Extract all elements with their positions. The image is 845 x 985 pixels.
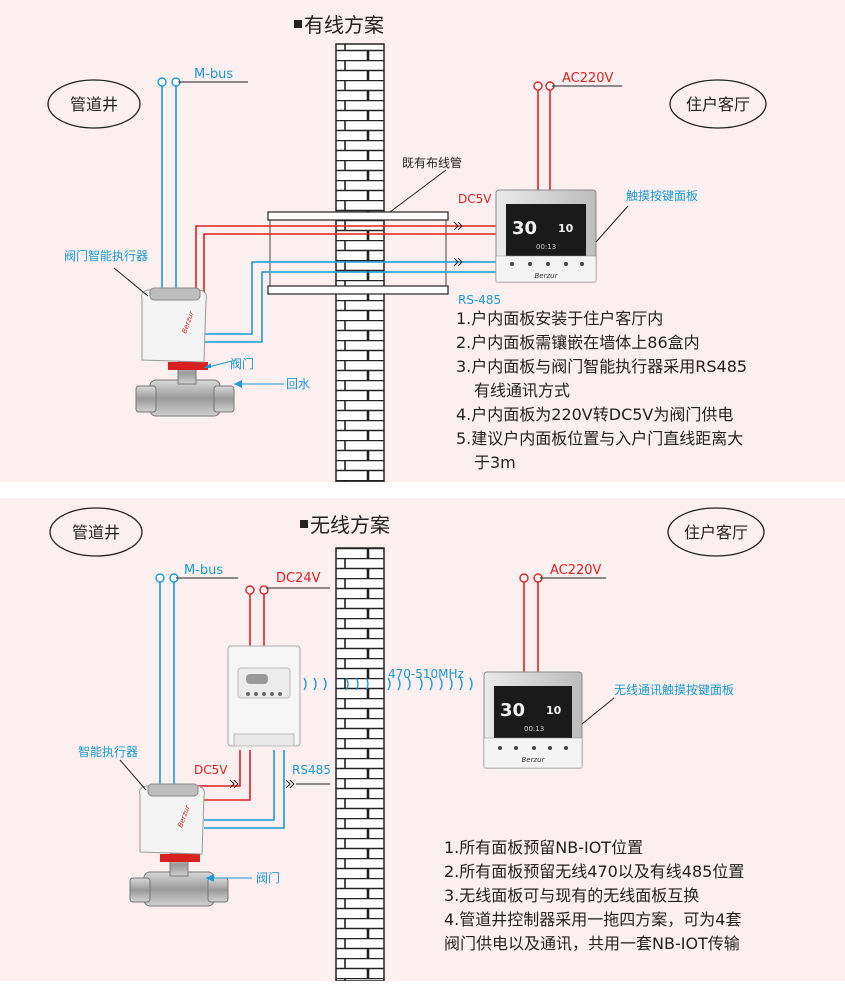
ac-label: AC220V <box>550 563 602 578</box>
brick-wall <box>335 43 385 483</box>
rs-break-mark <box>453 257 463 267</box>
title-bullet-icon <box>300 520 308 528</box>
panel-brand: Berzur <box>522 756 546 764</box>
dc5v-wire-1 <box>195 225 500 300</box>
dc5v-wire-2 <box>203 233 500 306</box>
dc-break-mark <box>229 779 239 789</box>
rs485-wire-2 <box>204 271 500 343</box>
panel-leader <box>581 697 615 725</box>
valve-actuator-device: Berzur <box>135 287 235 417</box>
rs485-label: RS485 <box>292 763 331 777</box>
panel-clock: 00:13 <box>524 725 544 733</box>
panel-temp-1: 30 <box>500 700 525 721</box>
dc24-terminal-2 <box>259 585 269 595</box>
wireless-note-4: 4.管道井控制器采用一拖四方案，可为4套 <box>444 910 741 929</box>
pipe-well-ellipse <box>47 79 141 129</box>
return-arrow-head-icon <box>234 380 242 388</box>
wireless-notes: 1.所有面板预留NB-IOT位置 2.所有面板预留无线470以及有线485位置 … <box>444 838 744 953</box>
panel-label: 无线通讯触摸按键面板 <box>614 683 734 697</box>
rs485-wire-1 <box>204 750 275 821</box>
wired-note-4: 4.户内面板为220V转DC5V为阀门供电 <box>456 405 733 424</box>
wired-title: 有线方案 <box>304 13 384 37</box>
wireless-note-4b: 阀门供电以及通讯，共用一套NB-IOT传输 <box>444 934 740 953</box>
actuator-label: 智能执行器 <box>78 744 138 759</box>
wired-note-3: 3.户内面板与阀门智能执行器采用RS485 <box>456 357 747 376</box>
wireless-note-1: 1.所有面板预留NB-IOT位置 <box>444 838 643 857</box>
freq-label: 470-510MHz <box>388 667 464 681</box>
wireless-touch-panel: 30 10 00:13 Berzur <box>483 671 583 769</box>
wired-scheme-panel: 有线方案 既有布线管 管道井 住户客厅 M-bus <box>0 0 845 483</box>
actuator-leader <box>119 759 147 791</box>
radio-waves-icon <box>303 677 473 691</box>
wired-note-1: 1.户内面板安装于住户客厅内 <box>456 309 663 328</box>
title-bullet-icon <box>294 20 302 28</box>
living-room-ellipse <box>669 79 767 129</box>
rs485-label: RS-485 <box>458 293 501 307</box>
valve-label: 阀门 <box>230 356 254 371</box>
panel-leader <box>595 205 629 243</box>
pipe-well-label: 管道井 <box>72 523 120 542</box>
wireless-note-3: 3.无线面板可与现有的无线面板互换 <box>444 886 699 905</box>
dc5v-label: DC5V <box>194 763 228 777</box>
wireless-scheme-svg: 无线方案 管道井 住户客厅 M-bus DC24V <box>49 507 765 982</box>
living-room-ellipse <box>667 507 765 557</box>
wireless-scheme-panel: 无线方案 管道井 住户客厅 M-bus DC24V <box>0 498 845 982</box>
mbus-terminal-1 <box>155 573 165 583</box>
dc-break-mark <box>453 221 463 231</box>
panel-temp-2: 10 <box>546 704 562 717</box>
dc5v-wire-2 <box>204 750 251 801</box>
valve-arrow-head-icon <box>204 363 211 368</box>
wired-note-5: 5.建议户内面板位置与入户门直线距离大 <box>456 429 743 448</box>
valve-actuator-device: Berzur <box>129 783 229 907</box>
living-room-label: 住户客厅 <box>684 523 748 542</box>
mbus-label: M-bus <box>184 563 223 578</box>
mbus-terminal-1 <box>157 77 167 87</box>
pipe-well-ellipse <box>49 507 143 557</box>
conduit-top <box>267 211 449 221</box>
rs-break-mark <box>285 779 295 789</box>
pipe-well-controller <box>227 645 301 747</box>
dc24-label: DC24V <box>276 571 321 586</box>
conduit-bottom <box>267 285 449 295</box>
panel-clock: 00:13 <box>536 243 556 251</box>
wired-scheme-svg: 有线方案 既有布线管 管道井 住户客厅 M-bus <box>47 13 767 483</box>
conduit-label: 既有布线管 <box>402 155 462 170</box>
panel-temp-2: 10 <box>558 222 574 235</box>
wireless-note-2: 2.所有面板预留无线470以及有线485位置 <box>444 862 744 881</box>
brick-wall <box>335 547 385 982</box>
panel-label: 触摸按键面板 <box>626 189 698 203</box>
wireless-title: 无线方案 <box>310 513 390 537</box>
wired-note-2: 2.户内面板需镶嵌在墙体上86盒内 <box>456 333 700 352</box>
return-label: 回水 <box>286 377 310 391</box>
wired-notes: 1.户内面板安装于住户客厅内 2.户内面板需镶嵌在墙体上86盒内 3.户内面板与… <box>456 309 747 472</box>
rs485-wire-1 <box>204 261 500 335</box>
ac-terminal-1 <box>533 81 543 91</box>
conduit-leader <box>389 169 447 213</box>
mbus-label: M-bus <box>194 67 233 82</box>
ac-label: AC220V <box>562 71 614 86</box>
actuator-label: 阀门智能执行器 <box>64 248 148 263</box>
wired-note-3b: 有线通讯方式 <box>474 381 570 400</box>
valve-label: 阀门 <box>256 870 280 885</box>
living-room-label: 住户客厅 <box>686 95 750 114</box>
panel-temp-1: 30 <box>512 218 537 239</box>
rs485-wire-2 <box>204 750 285 829</box>
dc5v-label: DC5V <box>458 192 492 206</box>
pipe-well-label: 管道井 <box>70 95 118 114</box>
actuator-leader <box>113 267 149 297</box>
valve-arrow-head-icon <box>206 874 214 882</box>
touch-panel-device: 30 10 00:13 Berzur <box>495 189 597 283</box>
wired-note-5b: 于3m <box>474 453 516 472</box>
ac-terminal-1 <box>519 573 529 583</box>
dc24-terminal-1 <box>245 585 255 595</box>
panel-brand: Berzur <box>535 272 559 280</box>
